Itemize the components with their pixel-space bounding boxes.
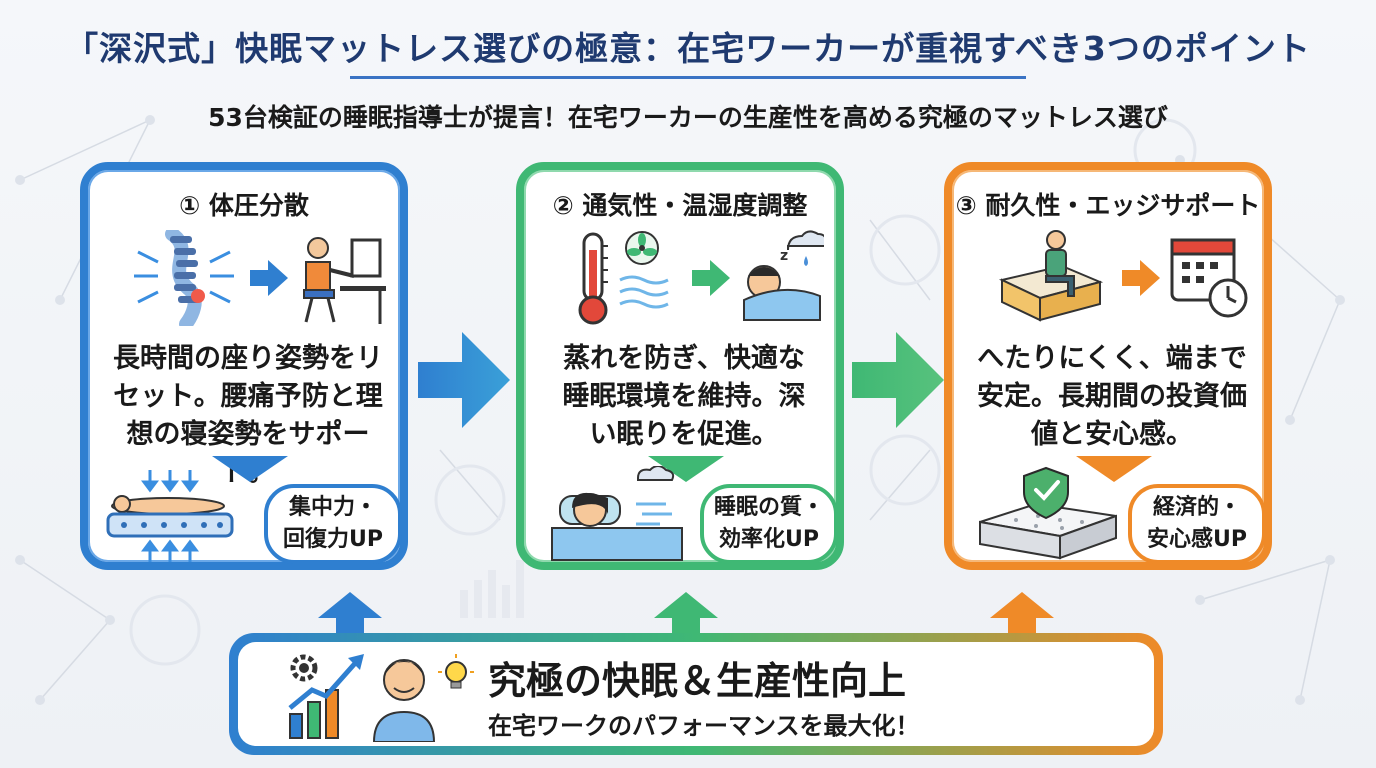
calendar-clock-icon	[1170, 238, 1248, 318]
benefit-line: 効率化UP	[718, 527, 819, 552]
card-body-line: 長時間の座り姿勢をリ	[113, 343, 383, 374]
card-body: へたりにくく、端まで 安定。長期間の投資価 値と安心感。	[966, 340, 1258, 454]
benefit-line: 安心感UP	[1147, 527, 1247, 552]
sleeping-person-icon: z	[743, 248, 821, 321]
card-body-line: へたりにくく、端まで	[977, 343, 1247, 374]
card-title: ② 通気性・温湿度調整	[552, 191, 808, 220]
benefit-bubble: 睡眠の質・ 効率化UP	[700, 484, 838, 564]
benefit-line: 経済的・	[1152, 495, 1241, 520]
card-body-line: 睡眠環境を維持。深	[562, 381, 806, 412]
result-title: 究極の快眠＆生産性向上	[488, 659, 907, 703]
sitting-on-mattress-icon	[998, 230, 1104, 322]
arrow-right-icon	[250, 260, 288, 296]
card-body-line: い眠りを促進。	[589, 419, 779, 450]
desk-worker-icon	[303, 237, 386, 324]
benefit-bubble: 経済的・ 安心感UP	[1128, 484, 1266, 564]
mattress-support-icon	[106, 470, 234, 562]
svg-text:z: z	[780, 248, 788, 264]
card-title: ③ 耐久性・エッジサポート	[955, 191, 1261, 220]
arrow-right-icon	[1122, 260, 1160, 296]
arrow-up-icon	[318, 592, 382, 640]
shield-mattress-icon	[979, 466, 1117, 560]
arrow-right-icon	[418, 332, 510, 428]
durability-illustration	[998, 230, 1248, 322]
thermometer-icon	[578, 232, 608, 325]
arrow-right-icon	[852, 332, 944, 428]
rain-cloud-icon	[787, 230, 824, 266]
result-subtitle: 在宅ワークのパフォーマンスを最大化！	[488, 712, 920, 740]
down-pointer-icon	[212, 456, 288, 482]
page-subtitle: 53台検証の睡眠指導士が提言！在宅ワーカーの生産性を高める究極のマットレス選び	[208, 103, 1168, 132]
card-body-line: セット。腰痛予防と理	[113, 381, 383, 412]
card-body-line: 想の寝姿勢をサポート。	[126, 419, 370, 488]
benefit-line: 集中力・	[288, 495, 377, 520]
card-body: 蒸れを防ぎ、快適な 睡眠環境を維持。深 い眠りを促進。	[538, 340, 830, 454]
breathability-illustration: z	[578, 230, 824, 325]
comfortable-sleeper-icon	[551, 466, 683, 561]
arrow-up-icon	[990, 592, 1054, 640]
card-pressure-distribution: ① 体圧分散 長時間の座	[80, 162, 408, 570]
benefit-bubble: 集中力・ 回復力UP	[264, 484, 402, 564]
page-title: 「深沢式」快眠マットレス選びの極意：在宅ワーカーが重視すべき3つのポイント	[65, 29, 1311, 68]
card-body-line: 蒸れを防ぎ、快適な	[563, 343, 805, 374]
fan-icon	[625, 231, 659, 265]
arrow-up-icon	[654, 592, 718, 640]
gear-growth-chart-icon	[288, 654, 364, 739]
benefit-line: 睡眠の質・	[713, 495, 824, 520]
spine-pressure-icon	[134, 230, 234, 326]
lightbulb-icon	[438, 654, 474, 689]
arrow-right-icon	[692, 260, 730, 296]
pressure-illustration	[134, 230, 386, 326]
card-breathability: ② 通気性・温湿度調整 z 蒸れを防ぎ、快適な 睡眠環境を維持	[516, 162, 844, 570]
benefit-line: 回復力UP	[283, 527, 383, 552]
result-illustration	[288, 654, 474, 742]
title-underline	[350, 76, 1026, 79]
card-title: ① 体圧分散	[179, 191, 309, 220]
card-body-line: 安定。長期間の投資価	[977, 381, 1247, 412]
card-body-line: 値と安心感。	[1031, 419, 1193, 450]
card-durability: ③ 耐久性・エッジサポート へたりにくく、端まで 安定。長期間の投資価 値と安心…	[944, 162, 1272, 570]
down-pointer-icon	[1076, 456, 1152, 482]
card-body: 長時間の座り姿勢をリ セット。腰痛予防と理 想の寝姿勢をサポート。	[102, 340, 394, 492]
smiling-man-icon	[372, 659, 436, 742]
